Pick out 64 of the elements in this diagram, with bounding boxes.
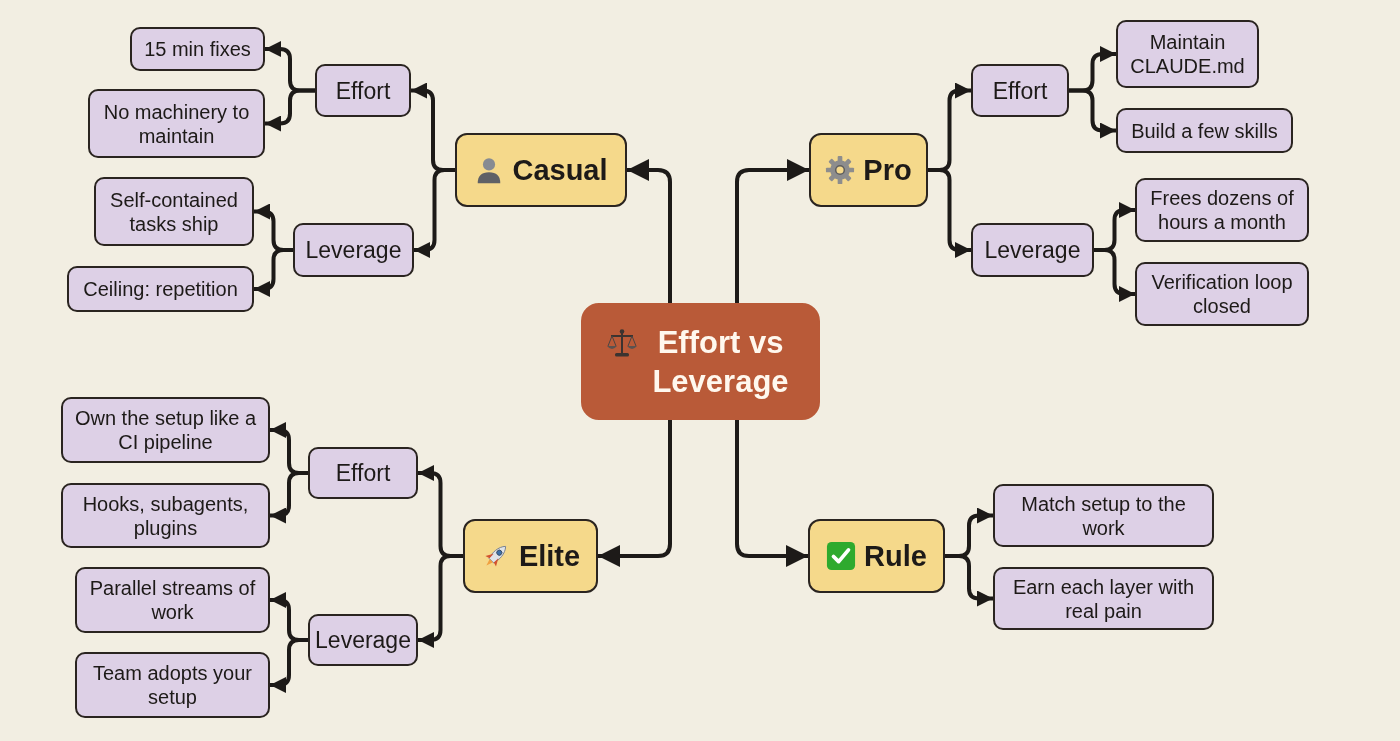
category-label: Leverage bbox=[984, 236, 1081, 264]
tier-label: Pro bbox=[863, 153, 912, 187]
note-card bbox=[1116, 20, 1259, 88]
tier-card bbox=[455, 133, 627, 207]
note-text: Match setup to the work bbox=[1020, 491, 1187, 540]
arrow bbox=[270, 638, 308, 693]
arrow bbox=[598, 420, 672, 567]
category-label: Leverage bbox=[315, 626, 411, 654]
note-card bbox=[1135, 262, 1309, 326]
note-text: Earn each layer with real pain bbox=[1011, 574, 1196, 623]
note-text: Team adopts your setup bbox=[92, 661, 253, 709]
arrow bbox=[254, 248, 293, 297]
arrow bbox=[1069, 88, 1116, 139]
note-card bbox=[88, 89, 265, 158]
category-card bbox=[293, 223, 414, 277]
note-card bbox=[75, 567, 270, 633]
tier-label: Elite bbox=[518, 539, 581, 573]
arrow bbox=[265, 88, 315, 132]
arrow bbox=[928, 168, 971, 258]
title-card bbox=[581, 303, 820, 420]
note-text: Self-contained tasks ship bbox=[109, 187, 239, 236]
note-text: Ceiling: repetition bbox=[83, 277, 238, 301]
category-card bbox=[971, 64, 1069, 117]
note-card bbox=[75, 652, 270, 718]
category-label: Effort bbox=[992, 76, 1048, 105]
note-text: Maintain CLAUDE.md bbox=[1129, 30, 1246, 78]
arrow bbox=[414, 168, 455, 258]
note-card bbox=[94, 177, 254, 246]
category-card bbox=[308, 447, 418, 499]
tier-label: Casual bbox=[512, 153, 608, 187]
tier-label: Rule bbox=[864, 539, 927, 573]
note-card bbox=[993, 484, 1214, 547]
note-text: Hooks, subagents, plugins bbox=[81, 491, 250, 540]
tier-card bbox=[463, 519, 598, 593]
arrow bbox=[945, 554, 993, 607]
arrow bbox=[270, 471, 308, 524]
note-text: Verification loop closed bbox=[1150, 270, 1294, 318]
arrow bbox=[1094, 248, 1135, 302]
note-card bbox=[1116, 108, 1293, 153]
note-text: Own the setup like a CI pipeline bbox=[73, 406, 258, 454]
arrow bbox=[735, 420, 808, 567]
note-card bbox=[67, 266, 254, 312]
title-text: Effort vs Leverage bbox=[651, 323, 790, 401]
note-card bbox=[61, 397, 270, 463]
note-text: No machinery to maintain bbox=[102, 99, 251, 148]
category-card bbox=[315, 64, 411, 117]
tier-card bbox=[809, 133, 928, 207]
arrow bbox=[627, 159, 672, 303]
tier-card bbox=[808, 519, 945, 593]
note-card bbox=[61, 483, 270, 548]
category-label: Effort bbox=[335, 76, 391, 105]
note-text: Parallel streams of work bbox=[88, 576, 257, 624]
arrow bbox=[418, 554, 463, 648]
category-label: Leverage bbox=[305, 236, 402, 264]
category-card bbox=[308, 614, 418, 666]
note-card bbox=[1135, 178, 1309, 242]
category-card bbox=[971, 223, 1094, 277]
note-text: Build a few skills bbox=[1131, 118, 1278, 143]
note-text: Frees dozens of hours a month bbox=[1149, 186, 1295, 234]
category-label: Effort bbox=[335, 459, 391, 487]
note-card bbox=[993, 567, 1214, 630]
arrow bbox=[735, 159, 809, 303]
note-card bbox=[130, 27, 265, 71]
note-text: 15 min fixes bbox=[144, 37, 251, 61]
